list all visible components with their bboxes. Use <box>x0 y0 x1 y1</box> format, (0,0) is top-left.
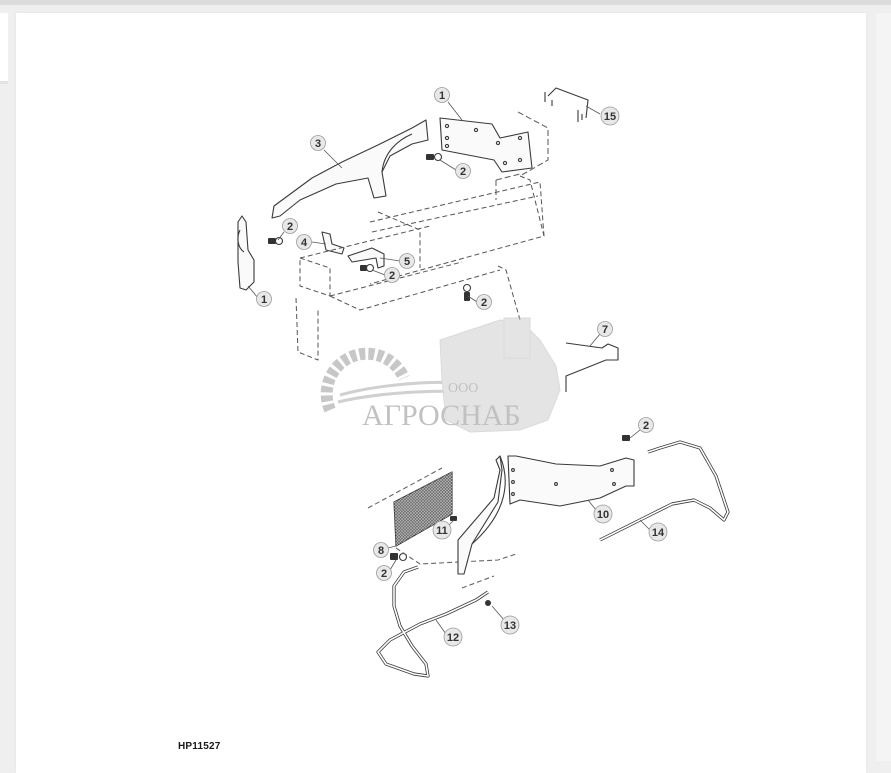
callout-15: 15 <box>600 106 620 126</box>
callout-2: 2 <box>376 565 392 581</box>
mounting-plate-top <box>439 117 533 173</box>
callout-2: 2 <box>455 163 471 179</box>
callout-2: 2 <box>476 294 492 310</box>
svg-text:3: 3 <box>315 138 321 150</box>
callout-5: 5 <box>399 253 415 269</box>
callout-11: 11 <box>432 520 452 540</box>
agrosnab-watermark: ООО АГРОСНАБ <box>320 317 561 433</box>
svg-text:15: 15 <box>604 111 616 123</box>
svg-text:10: 10 <box>597 509 609 521</box>
callout-7: 7 <box>597 321 613 337</box>
callout-2: 2 <box>384 267 400 283</box>
callout-1: 1 <box>256 291 272 307</box>
callout-14: 14 <box>648 522 668 542</box>
callout-8: 8 <box>373 542 389 558</box>
svg-text:4: 4 <box>301 237 308 249</box>
left-panel-divider <box>0 81 8 84</box>
callout-13: 13 <box>500 615 520 635</box>
svg-text:1: 1 <box>439 90 445 102</box>
callout-2: 2 <box>282 218 298 234</box>
callout-4: 4 <box>296 234 312 250</box>
svg-text:1: 1 <box>261 294 267 306</box>
svg-text:2: 2 <box>643 420 649 432</box>
svg-text:2: 2 <box>460 166 466 178</box>
svg-text:14: 14 <box>652 527 665 539</box>
svg-text:13: 13 <box>504 620 516 632</box>
watermark-prefix: ООО <box>448 381 478 396</box>
callout-3: 3 <box>310 135 326 151</box>
callout-12: 12 <box>443 627 463 647</box>
top-bar <box>0 0 891 5</box>
svg-text:11: 11 <box>436 525 448 537</box>
svg-text:12: 12 <box>447 632 459 644</box>
callout-1: 1 <box>434 87 450 103</box>
svg-text:5: 5 <box>404 256 410 268</box>
callout-10: 10 <box>593 504 613 524</box>
figure-id: HP11527 <box>178 741 221 752</box>
watermark-name: АГРОСНАБ <box>362 399 521 432</box>
mesh-panel <box>393 471 453 547</box>
svg-text:2: 2 <box>389 270 395 282</box>
svg-text:7: 7 <box>602 324 608 336</box>
svg-text:2: 2 <box>481 297 487 309</box>
callout-2: 2 <box>638 417 654 433</box>
svg-text:8: 8 <box>378 545 384 557</box>
left-panel-edge <box>0 13 8 81</box>
svg-text:2: 2 <box>287 221 293 233</box>
svg-text:2: 2 <box>381 568 387 580</box>
scrollbar-track[interactable] <box>876 13 891 761</box>
